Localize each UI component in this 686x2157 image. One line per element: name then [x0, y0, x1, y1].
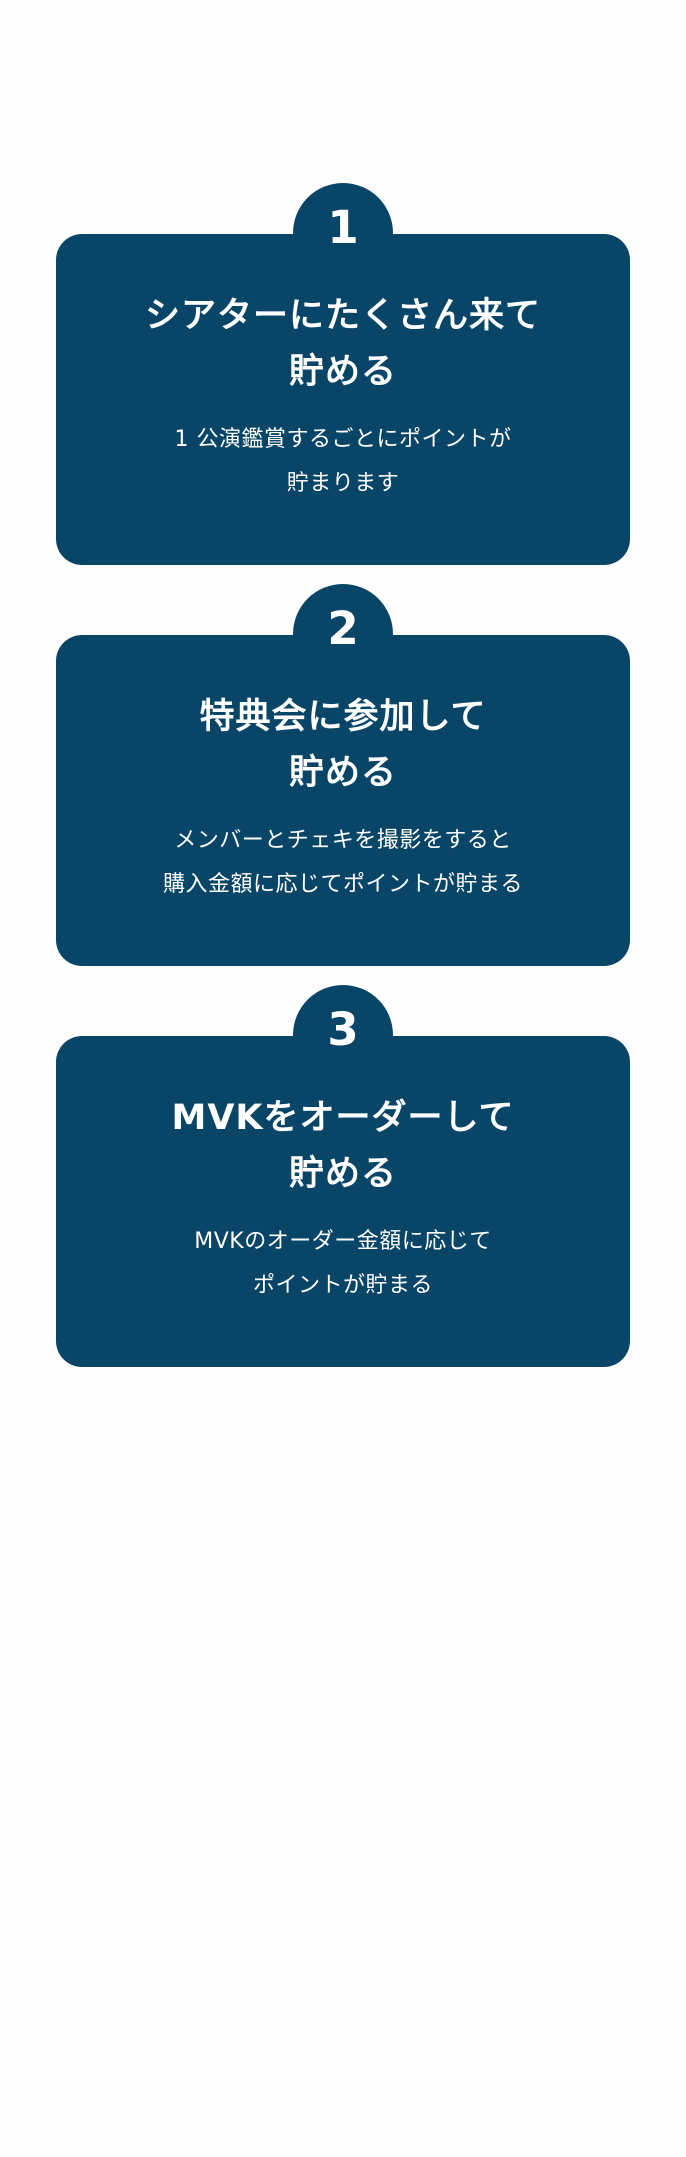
step-card: MVKをオーダーして 貯める MVKのオーダー金額に応じて ポイントが貯まる — [56, 1036, 630, 1367]
step-description-line-1: 1 公演鑑賞するごとにポイントが — [174, 427, 512, 452]
step-description: メンバーとチェキを撮影をすると 購入金額に応じてポイントが貯まる — [56, 819, 630, 907]
step-description-line-2: 購入金額に応じてポイントが貯まる — [162, 872, 523, 897]
step-card: 特典会に参加して 貯める メンバーとチェキを撮影をすると 購入金額に応じてポイン… — [56, 635, 630, 966]
step-description-line-2: ポイントが貯まる — [252, 1273, 433, 1298]
step-title-line-1: シアターにたくさん来て — [144, 296, 541, 336]
step-title-line-2: 貯める — [288, 352, 397, 392]
step-title-line-1: 特典会に参加して — [199, 697, 487, 737]
step-title: シアターにたくさん来て 貯める — [56, 288, 630, 400]
step-description-line-1: メンバーとチェキを撮影をすると — [174, 828, 512, 853]
step-number-badge: 2 — [293, 584, 393, 684]
step-number-badge: 1 — [293, 183, 393, 283]
step-title: MVKをオーダーして 貯める — [56, 1090, 630, 1202]
step-title-line-2: 貯める — [288, 1154, 397, 1194]
step-title-line-1: MVKをオーダーして — [171, 1098, 515, 1138]
step-title-line-2: 貯める — [288, 753, 397, 793]
step-title: 特典会に参加して 貯める — [56, 689, 630, 801]
step-number-badge: 3 — [293, 985, 393, 1085]
step-card: シアターにたくさん来て 貯める 1 公演鑑賞するごとにポイントが 貯まります — [56, 234, 630, 565]
step-description: 1 公演鑑賞するごとにポイントが 貯まります — [56, 418, 630, 506]
step-description-line-1: MVKのオーダー金額に応じて — [194, 1229, 492, 1254]
step-description: MVKのオーダー金額に応じて ポイントが貯まる — [56, 1220, 630, 1308]
step-description-line-2: 貯まります — [286, 471, 400, 496]
